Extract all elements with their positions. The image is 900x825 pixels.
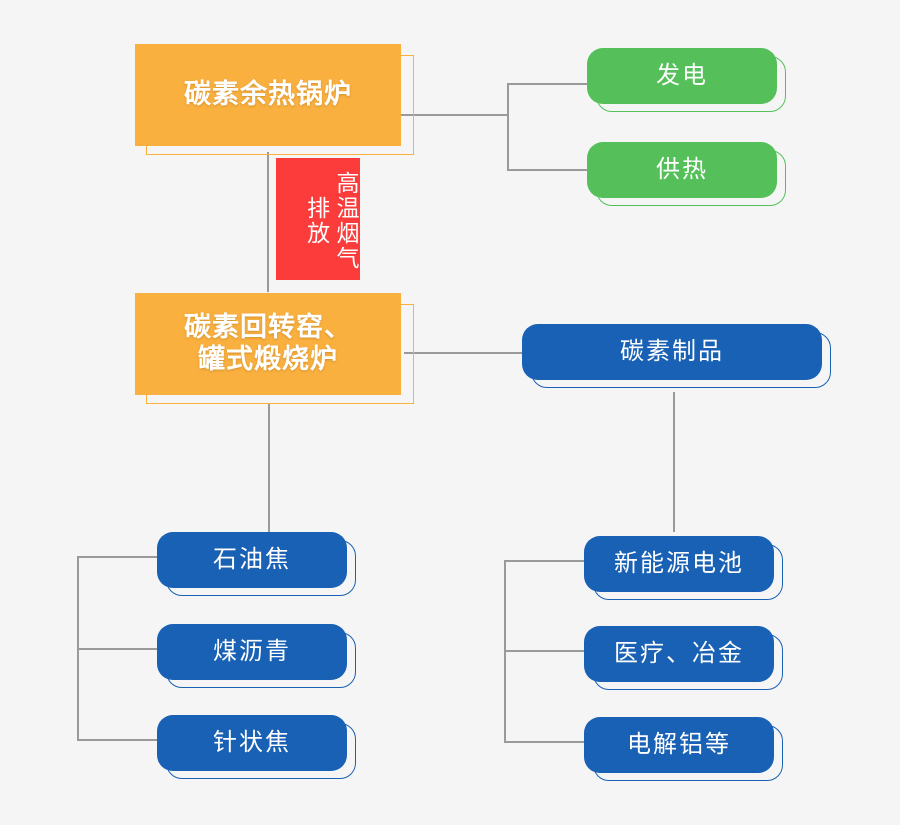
- raw-needlecoke-box[interactable]: 针状焦: [157, 715, 347, 771]
- app-aluminium-label: 电解铝等: [627, 730, 731, 758]
- boiler-box[interactable]: 碳素余热锅炉: [135, 44, 401, 146]
- product-box[interactable]: 碳素制品: [522, 324, 822, 380]
- connector-app-bracket-to-aluminium: [504, 741, 584, 743]
- raw-needlecoke-label: 针状焦: [213, 728, 291, 756]
- connector-raw-bracket-to-pitch: [77, 648, 157, 650]
- app-aluminium-box[interactable]: 电解铝等: [584, 717, 774, 773]
- connector-product-down: [673, 392, 675, 532]
- connector-bracket-to-heat: [507, 169, 587, 171]
- output-power-label: 发电: [656, 61, 708, 89]
- output-heat-label: 供热: [656, 155, 708, 183]
- connector-app-bracket-to-medical: [504, 650, 584, 652]
- app-medical-box[interactable]: 医疗、冶金: [584, 626, 774, 682]
- kiln-label-line1: 碳素回转窑、: [184, 312, 352, 343]
- output-heat-box[interactable]: 供热: [587, 142, 777, 198]
- connector-app-bracket-to-battery: [504, 560, 584, 562]
- raw-petcoke-label: 石油焦: [213, 545, 291, 573]
- emission-box[interactable]: 高温烟气排放: [276, 158, 360, 280]
- boiler-label: 碳素余热锅炉: [184, 79, 352, 110]
- kiln-label: 碳素回转窑、 罐式煅烧炉: [135, 312, 401, 376]
- app-medical-label: 医疗、冶金: [614, 639, 744, 667]
- app-battery-label: 新能源电池: [614, 549, 744, 577]
- raw-pitch-box[interactable]: 煤沥青: [157, 624, 347, 680]
- product-label: 碳素制品: [620, 337, 724, 365]
- kiln-box[interactable]: 碳素回转窑、 罐式煅烧炉: [135, 293, 401, 395]
- connector-kiln-down: [268, 404, 270, 532]
- connector-kiln-to-product: [404, 352, 522, 354]
- raw-petcoke-box[interactable]: 石油焦: [157, 532, 347, 588]
- output-power-box[interactable]: 发电: [587, 48, 777, 104]
- connector-outputs-bracket-vertical: [507, 83, 509, 171]
- connector-raw-bracket-to-petcoke: [77, 556, 157, 558]
- connector-raw-bracket-to-needlecoke: [77, 739, 157, 741]
- connector-bracket-to-power: [507, 83, 587, 85]
- connector-boiler-to-bracket: [400, 114, 508, 116]
- emission-label: 高温烟气排放: [303, 171, 359, 271]
- kiln-label-line2: 罐式煅烧炉: [198, 344, 338, 374]
- connector-boiler-to-kiln: [267, 152, 269, 292]
- app-battery-box[interactable]: 新能源电池: [584, 536, 774, 592]
- raw-pitch-label: 煤沥青: [213, 637, 291, 665]
